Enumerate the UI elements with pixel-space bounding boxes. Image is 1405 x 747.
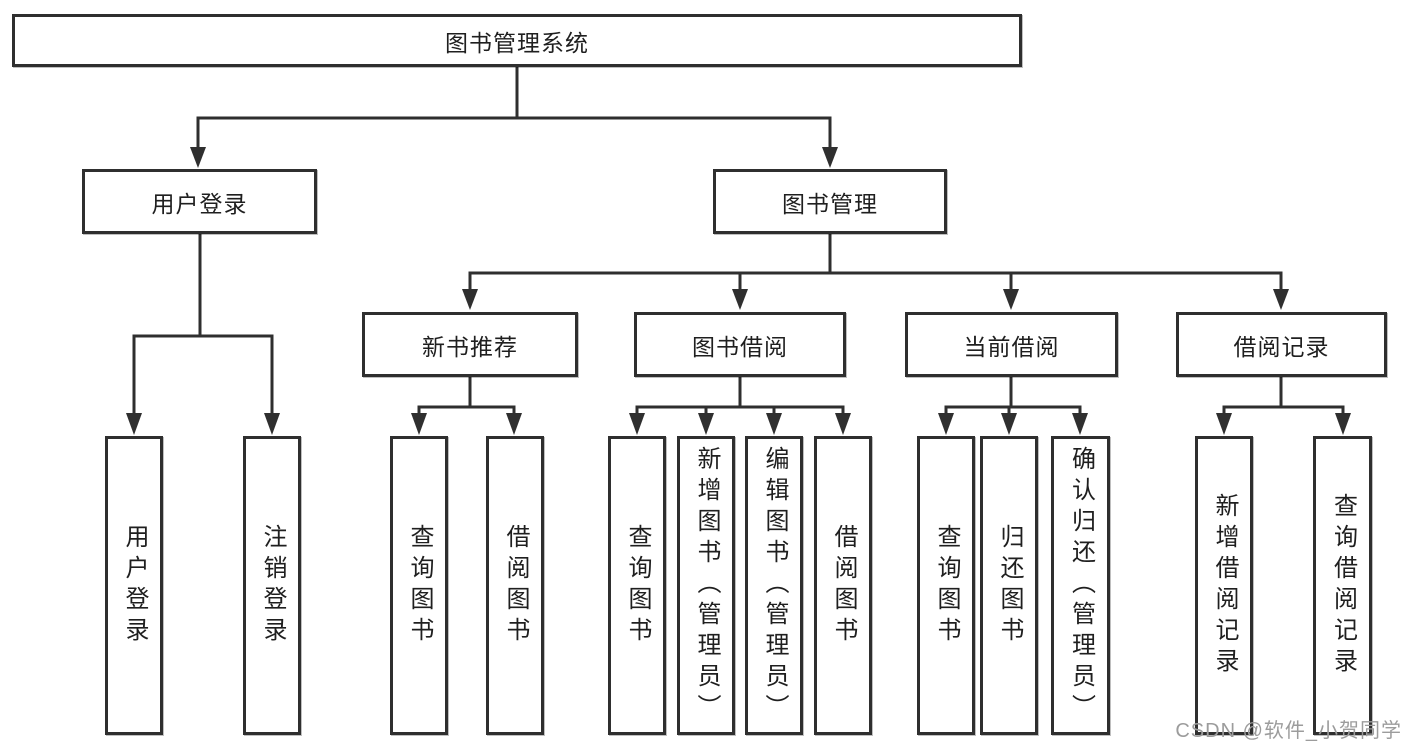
- node-label: 确认归还（管理员）: [1067, 446, 1095, 725]
- arrow-down-icon: [126, 413, 142, 435]
- node-label: 新书推荐: [422, 333, 518, 360]
- node-label: 查询借阅记录: [1329, 492, 1357, 679]
- node-label: 当前借阅: [963, 333, 1060, 360]
- node-label: 编辑图书（管理员）: [761, 446, 788, 725]
- node-current-borrowing: 当前借阅: [905, 312, 1118, 377]
- arrow-down-icon: [766, 413, 782, 435]
- leaf-add-books-admin: 新增图书（管理员）: [677, 436, 735, 735]
- leaf-user-login: 用户登录: [105, 436, 163, 735]
- node-label: 查询图书: [406, 523, 433, 648]
- arrow-down-icon: [1003, 289, 1019, 310]
- node-book-borrowing: 图书借阅: [634, 312, 846, 377]
- leaf-logout: 注销登录: [243, 436, 301, 735]
- node-label: 归还图书: [996, 523, 1023, 648]
- node-label: 新增借阅记录: [1211, 492, 1238, 679]
- node-label: 借阅记录: [1233, 333, 1330, 360]
- node-book-management: 图书管理: [713, 169, 947, 234]
- node-borrowing-records: 借阅记录: [1176, 312, 1387, 377]
- arrow-down-icon: [1216, 413, 1232, 435]
- edge-book-borrowing-to-leaves: [635, 375, 845, 416]
- arrow-down-icon: [1335, 413, 1351, 435]
- arrow-down-icon: [822, 147, 838, 168]
- node-label: 查询图书: [624, 523, 651, 648]
- arrow-down-icon: [629, 413, 645, 435]
- node-library-management-system: 图书管理系统: [12, 14, 1022, 67]
- node-new-book-recommendation: 新书推荐: [362, 312, 578, 377]
- arrow-down-icon: [1001, 413, 1017, 435]
- leaf-search-books-borrowing: 查询图书: [608, 436, 666, 735]
- edge-user-login-to-leaves: [132, 232, 274, 416]
- edge-new-book-recommendation-to-leaves: [417, 375, 516, 416]
- leaf-return-books: 归还图书: [980, 436, 1038, 735]
- leaf-confirm-return-admin: 确认归还（管理员）: [1051, 436, 1110, 735]
- leaf-add-borrow-record: 新增借阅记录: [1195, 436, 1253, 735]
- leaf-search-borrow-record: 查询借阅记录: [1313, 436, 1372, 735]
- arrow-down-icon: [732, 289, 748, 310]
- leaf-borrow-books: 借阅图书: [814, 436, 872, 735]
- edge-root-to-level2: [196, 65, 832, 151]
- edge-borrowing-records-to-leaves: [1222, 375, 1345, 416]
- arrow-down-icon: [264, 413, 280, 435]
- csdn-watermark: CSDN @软件_小贺同学: [1175, 720, 1402, 742]
- node-label: 图书管理: [782, 190, 878, 217]
- node-label: 图书管理系统: [445, 29, 589, 56]
- node-label: 用户登录: [151, 190, 248, 217]
- edge-current-borrowing-to-leaves: [944, 375, 1082, 416]
- arrowheads: [126, 147, 1351, 435]
- node-user-login: 用户登录: [82, 169, 317, 234]
- arrow-down-icon: [506, 413, 522, 435]
- node-label: 借阅图书: [830, 523, 857, 648]
- node-label: 借阅图书: [502, 523, 529, 648]
- arrow-down-icon: [938, 413, 954, 435]
- arrow-down-icon: [462, 289, 478, 310]
- arrow-down-icon: [190, 147, 206, 168]
- node-label: 图书借阅: [692, 333, 788, 360]
- edge-book-management-to-level3: [468, 232, 1283, 292]
- leaf-search-books-current: 查询图书: [917, 436, 975, 735]
- arrow-down-icon: [835, 413, 851, 435]
- leaf-edit-books-admin: 编辑图书（管理员）: [745, 436, 803, 735]
- leaf-borrow-books-recommend: 借阅图书: [486, 436, 544, 735]
- node-label: 注销登录: [259, 523, 286, 648]
- node-label: 用户登录: [121, 523, 148, 648]
- leaf-search-books-recommend: 查询图书: [390, 436, 448, 735]
- arrow-down-icon: [1273, 289, 1289, 310]
- arrow-down-icon: [698, 413, 714, 435]
- node-label: 查询图书: [933, 523, 960, 648]
- node-label: 新增图书（管理员）: [693, 446, 720, 725]
- arrow-down-icon: [1072, 413, 1088, 435]
- arrow-down-icon: [411, 413, 427, 435]
